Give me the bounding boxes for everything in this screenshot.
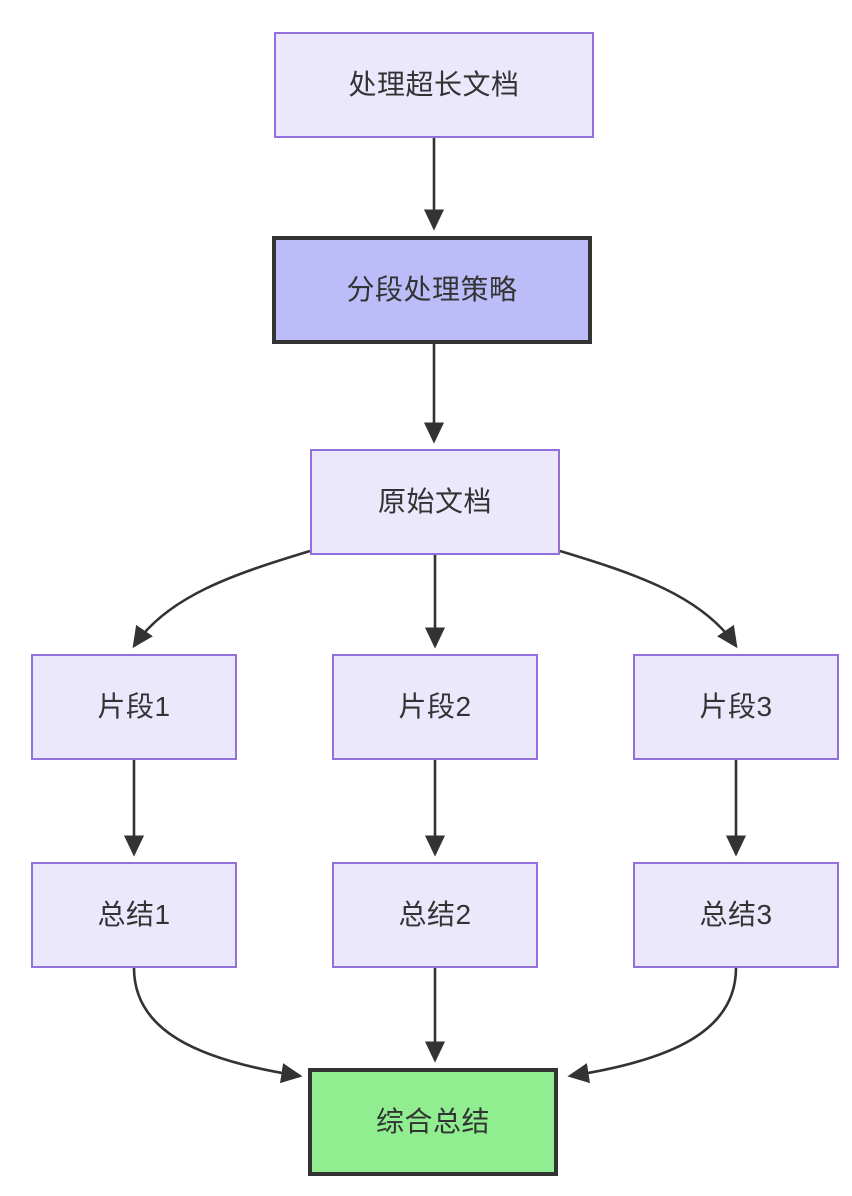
node-fragment-2[interactable]: 片段2 — [332, 654, 538, 760]
edge-n-summary-3-to-n-final-summary — [567, 967, 738, 1084]
node-long-doc[interactable]: 处理超长文档 — [274, 32, 594, 138]
node-summary-2[interactable]: 总结2 — [332, 862, 538, 968]
node-label: 分段处理策略 — [346, 274, 518, 306]
node-summary-3[interactable]: 总结3 — [633, 862, 839, 968]
node-summary-1[interactable]: 总结1 — [31, 862, 237, 968]
node-label: 总结2 — [398, 899, 472, 931]
node-label: 片段1 — [97, 691, 171, 723]
node-fragment-3[interactable]: 片段3 — [633, 654, 839, 760]
node-label: 原始文档 — [377, 486, 492, 518]
node-label: 处理超长文档 — [348, 69, 520, 101]
node-source-doc[interactable]: 原始文档 — [310, 449, 560, 555]
node-fragment-1[interactable]: 片段1 — [31, 654, 237, 760]
node-label: 片段3 — [699, 691, 773, 723]
node-chunk-strategy[interactable]: 分段处理策略 — [272, 236, 592, 344]
node-label: 片段2 — [398, 691, 472, 723]
edge-n-source-doc-to-n-fragment-3 — [559, 549, 738, 649]
node-label: 总结3 — [699, 899, 773, 931]
edge-n-summary-1-to-n-final-summary — [132, 967, 303, 1084]
node-label: 总结1 — [97, 899, 171, 931]
node-label: 综合总结 — [375, 1106, 490, 1138]
edge-n-source-doc-to-n-fragment-1 — [132, 549, 311, 649]
node-final-summary[interactable]: 综合总结 — [308, 1068, 558, 1176]
